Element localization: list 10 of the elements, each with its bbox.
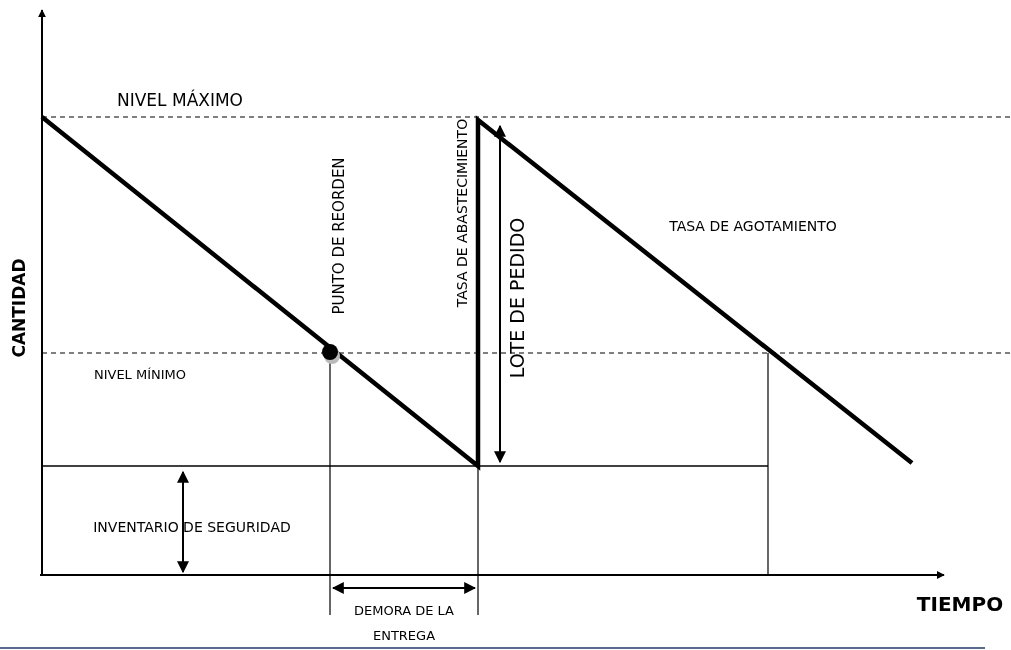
- axis-title: TIEMPO: [916, 592, 1004, 616]
- point-label: PUNTO DE REORDEN: [331, 157, 349, 315]
- axis-title: CANTIDAD: [10, 258, 30, 358]
- dimension-label: LOTE DE PEDIDO: [507, 217, 529, 379]
- rate-label: TASA DE ABASTECIMIENTO: [453, 118, 471, 308]
- level-label: NIVEL MÁXIMO: [117, 91, 243, 111]
- dimension-label: INVENTARIO DE SEGURIDAD: [93, 518, 291, 536]
- level-label: NIVEL MÍNIMO: [93, 367, 187, 383]
- rate-label: TASA DE AGOTAMIENTO: [669, 217, 837, 235]
- dimension-label: DEMORA DE LA ENTREGA: [353, 602, 455, 645]
